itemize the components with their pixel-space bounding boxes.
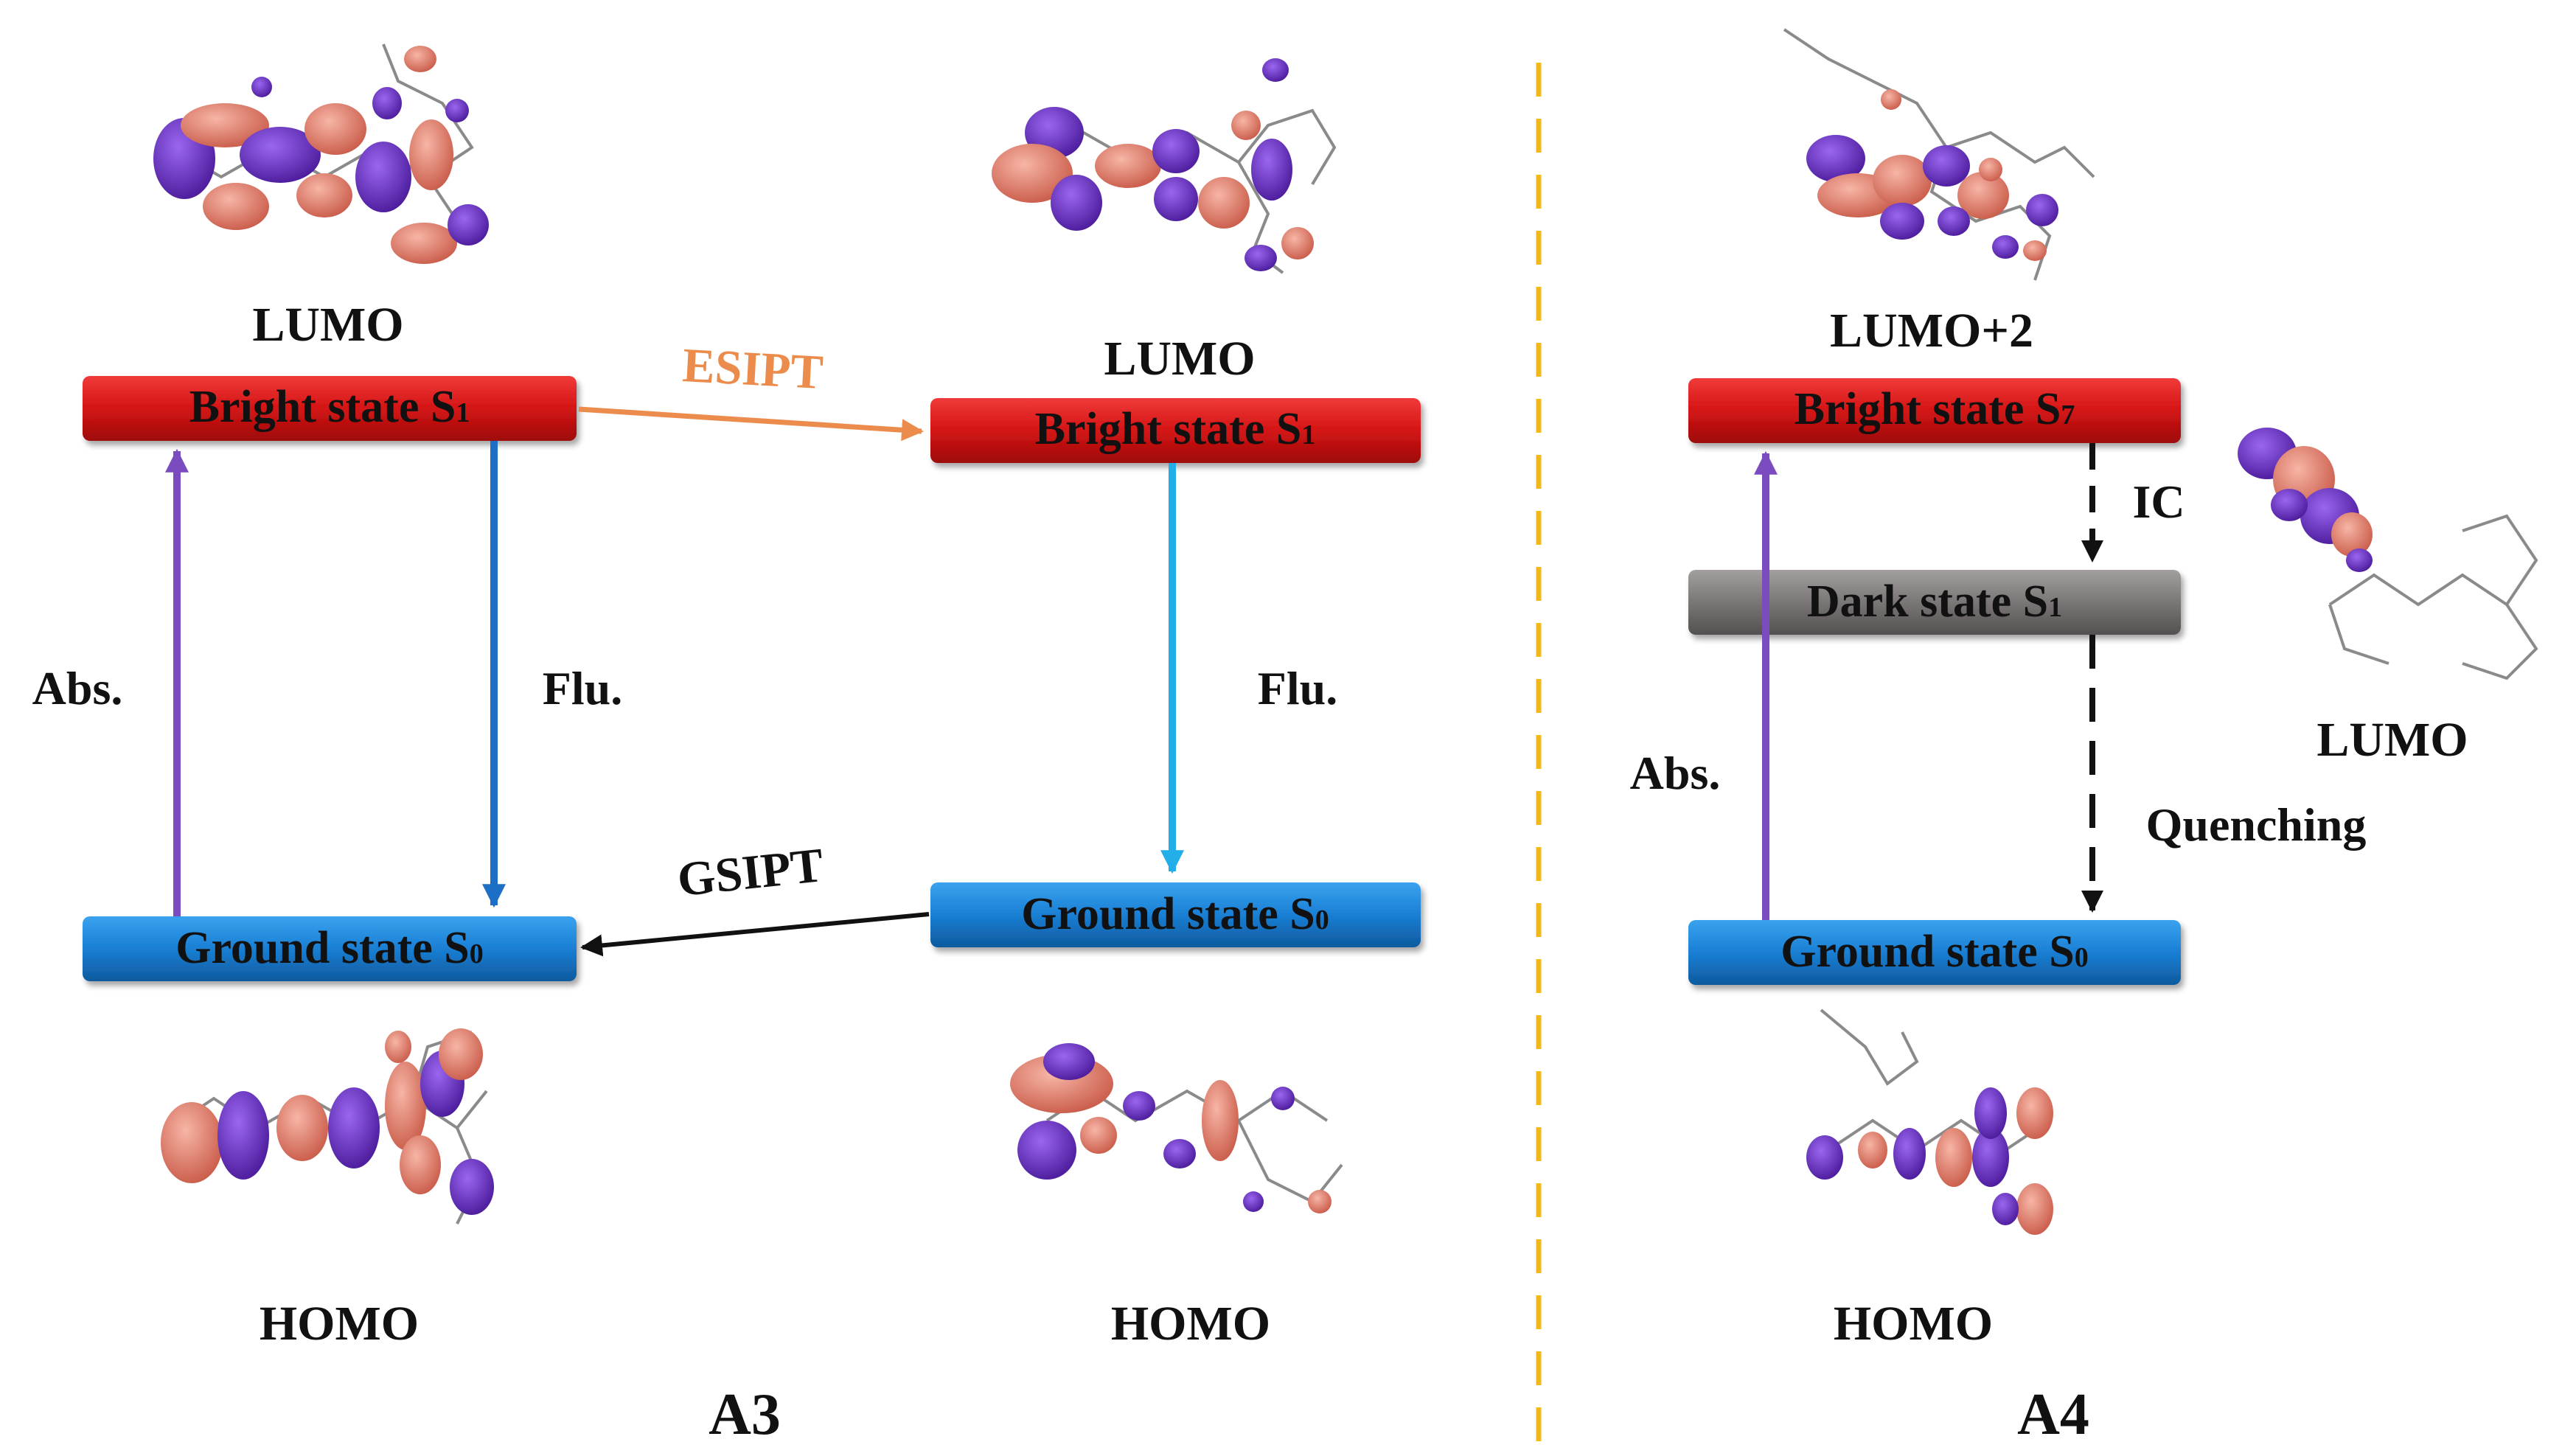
bright-state-bar-a4: Bright state S7: [1688, 378, 2181, 443]
homo-label-a4: HOMO: [1834, 1297, 1993, 1351]
svg-text:Bright state S1: Bright state S1: [1035, 404, 1316, 454]
dark-state-sub-a4: 1: [2048, 592, 2062, 623]
bright-state-bar-left: Bright state S1: [83, 376, 577, 441]
gsipt-arrow: [580, 912, 930, 957]
svg-text:Ground state S0: Ground state S0: [1780, 927, 2089, 977]
lumo-label-right: LUMO: [1104, 332, 1255, 386]
svg-text:Ground state S0: Ground state S0: [175, 923, 484, 973]
homo-orbital-a4: [1806, 1009, 2053, 1235]
ground-state-bar-a4: Ground state S0: [1688, 920, 2181, 985]
esipt-label: ESIPT: [681, 338, 824, 400]
abs-label-left: Abs.: [32, 662, 123, 714]
panel-label-a3: A3: [709, 1382, 781, 1447]
dark-state-bar-a4: Dark state S1: [1688, 570, 2181, 635]
homo-orbital-left: [161, 1028, 494, 1225]
lumo-orbital-left: [153, 43, 489, 264]
bright-state-label-a4: Bright state S: [1795, 384, 2061, 434]
esipt-arrow: [578, 406, 924, 442]
ground-state-bar-left: Ground state S0: [83, 916, 577, 981]
svg-text:Dark state S1: Dark state S1: [1807, 577, 2062, 627]
gsipt-label: GSIPT: [675, 838, 826, 907]
flu-label-right: Flu.: [1258, 662, 1337, 714]
homo-orbital-right: [1010, 1043, 1343, 1213]
svg-text:Bright state S1: Bright state S1: [189, 382, 470, 432]
lumo-plus-2-orbital: [1783, 28, 2095, 281]
bright-state-sub-right: 1: [1301, 419, 1315, 450]
ground-state-sub-a4: 0: [2075, 942, 2089, 973]
panel-label-a4: A4: [2017, 1382, 2089, 1447]
bright-state-bar-right: Bright state S1: [930, 398, 1421, 463]
bright-state-label-right: Bright state S: [1035, 404, 1302, 454]
quenching-label: Quenching: [2146, 798, 2367, 851]
lumo-plus-2-label: LUMO+2: [1830, 304, 2033, 358]
ground-state-label-left: Ground state S: [175, 923, 470, 973]
svg-text:Bright state S7: Bright state S7: [1795, 384, 2075, 434]
lumo-label-left: LUMO: [252, 298, 403, 352]
ground-state-label-a4: Ground state S: [1780, 927, 2075, 977]
dark-state-label-a4: Dark state S: [1807, 577, 2048, 627]
ground-state-bar-right: Ground state S0: [930, 882, 1421, 947]
bright-state-sub-a4: 7: [2061, 400, 2075, 431]
bright-state-sub-left: 1: [456, 397, 470, 428]
lumo-orbital-side: [2238, 428, 2538, 680]
bright-state-label-left: Bright state S: [189, 382, 456, 432]
ground-state-sub-left: 0: [470, 938, 484, 969]
ground-state-label-right: Ground state S: [1021, 889, 1315, 939]
flu-label-left: Flu.: [543, 662, 622, 714]
ground-state-sub-right: 0: [1315, 905, 1329, 936]
abs-label-a4: Abs.: [1630, 747, 1721, 799]
ic-label: IC: [2132, 476, 2185, 528]
svg-text:Ground state S0: Ground state S0: [1021, 889, 1329, 939]
homo-label-right: HOMO: [1111, 1297, 1270, 1351]
lumo-orbital-right: [992, 58, 1337, 274]
homo-label-left: HOMO: [260, 1297, 419, 1351]
lumo-label-a4: LUMO: [2316, 713, 2468, 767]
